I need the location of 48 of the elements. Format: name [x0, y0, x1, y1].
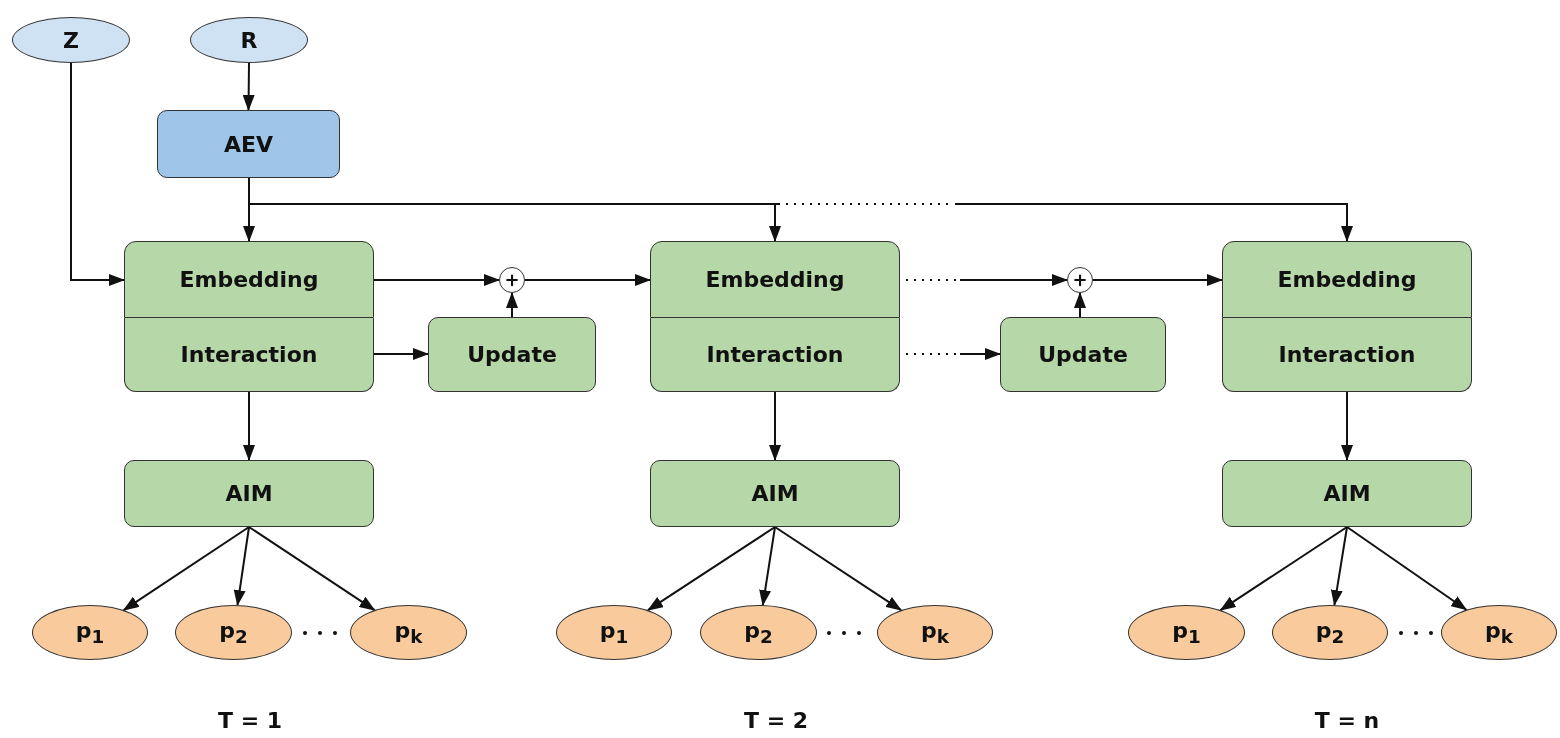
- process-box: AIM: [650, 460, 900, 527]
- process-box: AIM: [124, 460, 374, 527]
- arrow: [1074, 292, 1086, 318]
- process-box: Embedding: [1222, 241, 1472, 318]
- process-box: AEV: [157, 110, 340, 178]
- process-box: Embedding: [124, 241, 374, 318]
- arrow: [248, 526, 376, 612]
- process-box: Interaction: [124, 318, 374, 392]
- process-box: Interaction: [1222, 318, 1472, 392]
- output-ellipse: p$_{1}$: [32, 605, 148, 660]
- output-ellipse: p$_{k}$: [1441, 605, 1557, 660]
- process-box: Embedding: [650, 241, 900, 318]
- step-label: T = n: [1314, 708, 1380, 733]
- arrow: [506, 292, 518, 318]
- arrow: [1092, 274, 1223, 286]
- output-ellipse: p$_{1}$: [1128, 605, 1245, 660]
- arrow: [647, 526, 776, 612]
- arrow: [759, 526, 776, 607]
- process-box: Update: [428, 317, 596, 392]
- output-ellipse: p$_{2}$: [175, 605, 292, 660]
- arrow: [1341, 391, 1353, 461]
- step-label: T = 2: [743, 708, 809, 733]
- arrow: [769, 391, 781, 461]
- arrow: [122, 526, 250, 612]
- step-label: T = 1: [217, 708, 283, 733]
- output-ellipse: p$_{k}$: [350, 605, 467, 660]
- arrow: [524, 274, 651, 286]
- arrow: [373, 274, 500, 286]
- arrow: [70, 62, 125, 286]
- arrow: [1330, 526, 1348, 607]
- sum-circle: +: [1067, 267, 1093, 293]
- input-ellipse: R: [190, 17, 308, 63]
- sum-circle: +: [499, 267, 525, 293]
- output-ellipse: p$_{2}$: [1272, 605, 1388, 660]
- arrow: [243, 391, 255, 461]
- output-ellipse: p$_{1}$: [556, 605, 672, 660]
- output-ellipse: p$_{2}$: [700, 605, 817, 660]
- arrow: [242, 62, 255, 111]
- process-box: Interaction: [650, 318, 900, 392]
- arrow: [774, 526, 903, 612]
- arrow: [1219, 526, 1348, 612]
- arrow: [233, 526, 250, 607]
- input-ellipse: Z: [12, 17, 130, 63]
- process-box: Update: [1000, 317, 1166, 392]
- output-ellipse: p$_{k}$: [877, 605, 993, 660]
- arrow: [1346, 526, 1468, 611]
- arrow: [373, 348, 429, 360]
- process-box: AIM: [1222, 460, 1472, 527]
